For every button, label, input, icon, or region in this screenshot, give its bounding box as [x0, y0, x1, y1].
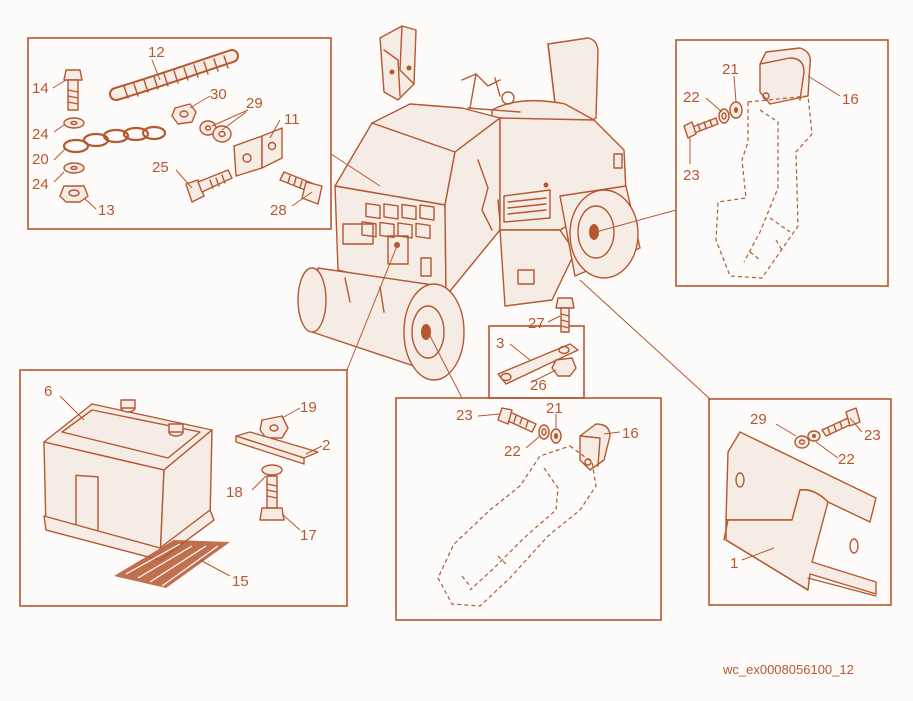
callout-15: 15 [232, 573, 249, 590]
callout-23-center: 23 [456, 407, 473, 424]
callout-1: 1 [730, 555, 738, 572]
inset-plate-box [708, 398, 892, 606]
inset-cover-center-box [395, 397, 662, 621]
callout-16-right: 16 [842, 91, 859, 108]
inset-hardware-box [27, 37, 332, 230]
callout-17: 17 [300, 527, 317, 544]
callout-leaders [52, 59, 863, 577]
callout-24-bottom: 24 [32, 176, 49, 193]
mounting-plate [723, 407, 877, 597]
callout-25: 25 [152, 159, 169, 176]
callout-22-plate: 22 [838, 451, 855, 468]
inset-battery-box [19, 369, 348, 607]
top-bracket-part [379, 25, 417, 101]
callout-29: 29 [246, 95, 263, 112]
support-bracket [497, 297, 579, 385]
cover-center [437, 407, 611, 607]
callout-11: 11 [284, 111, 300, 128]
battery [43, 399, 215, 561]
callout-24-top: 24 [32, 126, 49, 143]
hose [109, 49, 239, 101]
front-drum [297, 267, 465, 381]
callout-23-plate: 23 [864, 427, 881, 444]
callout-14: 14 [32, 80, 49, 97]
callout-19: 19 [300, 399, 317, 416]
callout-26: 26 [530, 377, 547, 394]
battery-mat [114, 540, 230, 588]
callout-18: 18 [226, 484, 243, 501]
rear-drum [559, 185, 641, 279]
callout-numbers: 12 14 30 29 11 24 20 25 24 13 28 21 16 2… [32, 44, 881, 590]
reference-code: wc_ex0008056100_12 [722, 662, 854, 677]
vent-grill [361, 202, 435, 240]
inset-cover-right-box [675, 39, 889, 287]
callout-28: 28 [270, 202, 287, 219]
callout-6: 6 [44, 383, 52, 400]
callout-29-plate: 29 [750, 411, 767, 428]
callout-23-right: 23 [683, 167, 700, 184]
hardware-parts [59, 49, 323, 205]
callout-16-center: 16 [622, 425, 639, 442]
roller-machine [297, 25, 641, 381]
callout-22-right: 22 [683, 89, 700, 106]
callout-30: 30 [210, 86, 227, 103]
callout-2: 2 [322, 437, 330, 454]
cover-right [683, 47, 813, 279]
callout-27: 27 [528, 315, 545, 332]
callout-22-center: 22 [504, 443, 521, 460]
callout-20: 20 [32, 151, 49, 168]
callout-3: 3 [496, 335, 504, 352]
chain [62, 125, 167, 154]
callout-21-right: 21 [722, 61, 739, 78]
callout-13: 13 [98, 202, 115, 219]
callout-12: 12 [148, 44, 165, 61]
callout-21-center: 21 [546, 400, 563, 417]
battery-clamp [235, 415, 319, 521]
